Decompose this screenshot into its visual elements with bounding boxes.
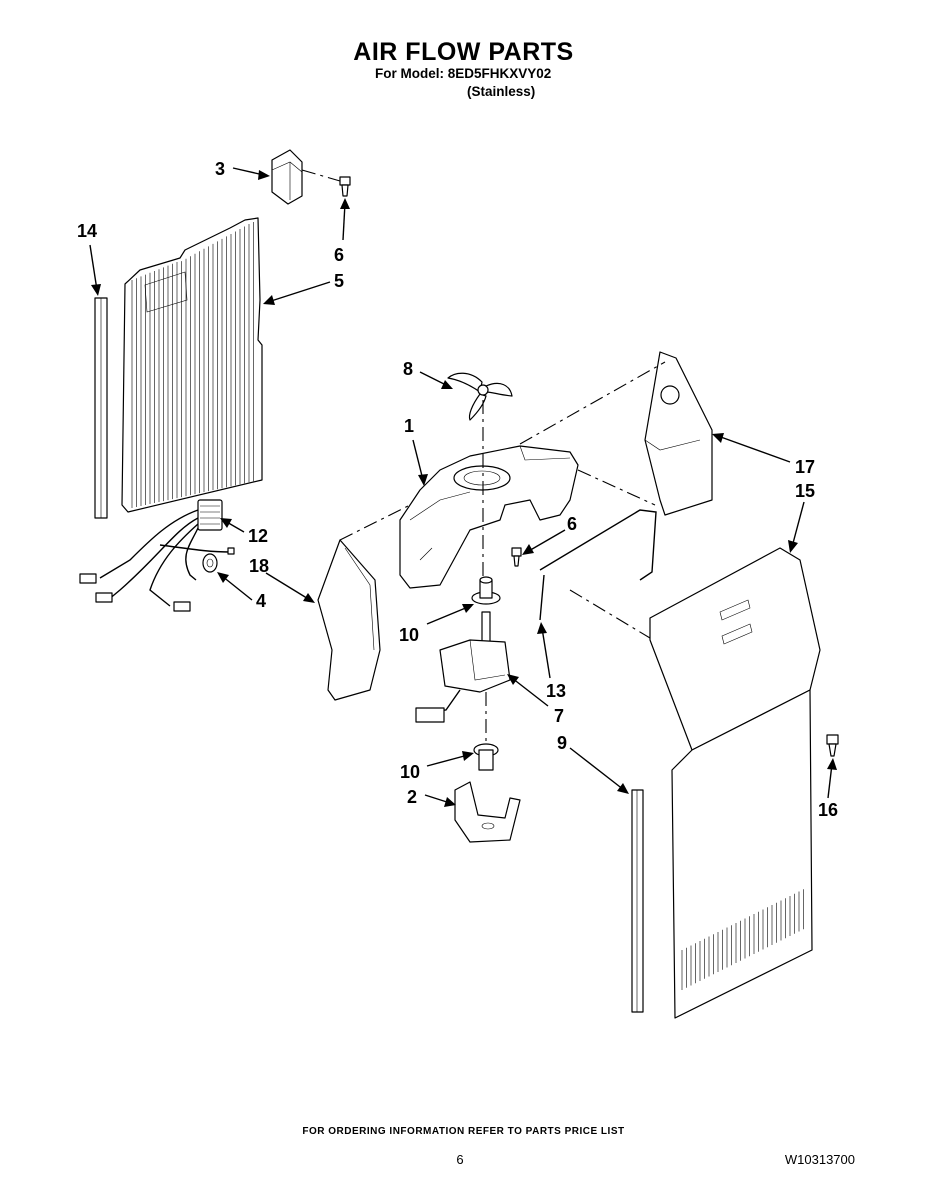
part-2-motor-bracket: [454, 781, 521, 843]
assembly-line: [339, 504, 411, 541]
part-14-foam-strip: [94, 297, 108, 519]
panel-vents: [681, 889, 804, 990]
page-number: 6: [456, 1152, 464, 1167]
callout-14: 14: [77, 221, 97, 241]
part-3-cover: [271, 149, 303, 205]
cover-ribs: [131, 222, 254, 508]
part-6-screw-mid: [511, 547, 522, 567]
assembly-line: [569, 589, 651, 639]
leader-lines: [89, 167, 837, 807]
page-title: AIR FLOW PARTS: [353, 38, 574, 66]
callout-10: 10: [399, 625, 419, 645]
part-6-screw-top: [339, 176, 351, 197]
finish-line: (Stainless): [467, 84, 536, 99]
part-10-mount-lower: [473, 743, 499, 771]
part-1-fan-shroud: [399, 445, 579, 589]
ordering-note: FOR ORDERING INFORMATION REFER TO PARTS …: [302, 1126, 625, 1137]
assembly-line: [577, 469, 656, 506]
assembly-line: [301, 169, 341, 182]
callout-4: 4: [256, 591, 266, 611]
assembly-line: [519, 361, 666, 445]
model-line: For Model: 8ED5FHKXVY02: [375, 66, 552, 81]
part-10-mount-upper: [471, 576, 501, 605]
callout-1: 1: [404, 416, 414, 436]
part-4-grommet: [202, 553, 218, 573]
callout-12: 12: [248, 526, 268, 546]
part-16-screw: [826, 734, 839, 757]
part-17-air-duct: [644, 351, 713, 516]
callout-10: 10: [400, 762, 420, 782]
callout-13: 13: [546, 681, 566, 701]
callout-6: 6: [334, 245, 344, 265]
callout-16: 16: [818, 800, 838, 820]
callout-2: 2: [407, 787, 417, 807]
part-15-rear-panel: [649, 547, 821, 1019]
part-9-foam-strip: [631, 789, 644, 1013]
callout-5: 5: [334, 271, 344, 291]
callout-8: 8: [403, 359, 413, 379]
callout-18: 18: [249, 556, 269, 576]
part-8-fan-blade: [447, 372, 513, 421]
callout-6: 6: [567, 514, 577, 534]
part-18-air-duct: [317, 539, 381, 701]
document-number: W10313700: [784, 1152, 855, 1167]
callout-15: 15: [795, 481, 815, 501]
part-13-wire-bracket: [539, 509, 657, 621]
part-12-wire-harness: [79, 499, 235, 612]
callout-7: 7: [554, 706, 564, 726]
callout-9: 9: [557, 733, 567, 753]
part-7-fan-motor: [415, 611, 511, 723]
callout-17: 17: [795, 457, 815, 477]
part-5-evaporator-cover: [121, 217, 263, 513]
callout-3: 3: [215, 159, 225, 179]
